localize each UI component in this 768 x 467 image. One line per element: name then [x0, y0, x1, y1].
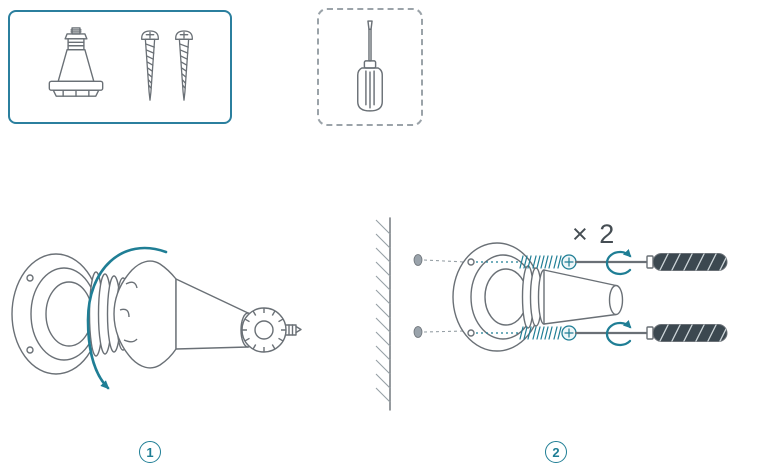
mount-cone	[543, 269, 624, 325]
wall-hole	[413, 326, 423, 338]
quantity-label: × 2	[572, 219, 617, 249]
parts-box	[8, 10, 232, 124]
step-1-number: 1	[146, 444, 154, 460]
screw-icon	[175, 30, 193, 101]
screwdriver-upper	[574, 248, 728, 276]
clamp-grip	[113, 260, 177, 369]
adjustment-knob	[241, 307, 287, 353]
screwdriver-lower	[574, 319, 728, 347]
rotation-arrow	[86, 246, 168, 390]
wall	[375, 217, 466, 411]
mount-anchor-icon	[48, 27, 104, 97]
tools-box	[317, 8, 423, 126]
step2-illustration	[375, 217, 728, 411]
wall-hole	[413, 254, 423, 266]
mount-plate	[452, 242, 542, 352]
step-2-badge: 2	[545, 441, 567, 463]
step-2-number: 2	[552, 444, 560, 460]
step-1-badge: 1	[139, 441, 161, 463]
wall-plate	[11, 253, 101, 375]
step1-illustration	[11, 246, 302, 390]
screw-icon	[141, 30, 159, 101]
screw-pair	[138, 28, 196, 106]
rotation-arrow	[605, 319, 632, 347]
screw-lower	[476, 325, 577, 341]
screwdriver-icon	[357, 20, 383, 112]
rotation-arrow	[605, 248, 632, 276]
screw-stud	[285, 324, 302, 336]
